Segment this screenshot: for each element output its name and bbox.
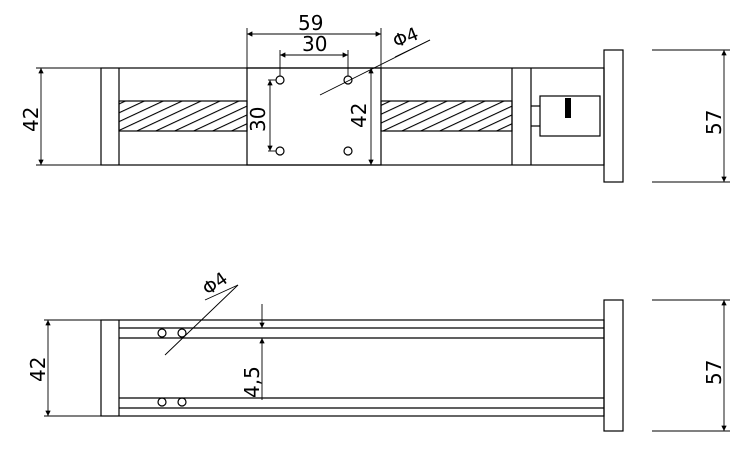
dim-30-horizontal: 30: [302, 32, 327, 56]
mounting-hole: [177, 328, 187, 338]
lead-screw-right: [380, 100, 513, 132]
mounting-hole: [275, 146, 285, 156]
coupling-slot: [565, 98, 571, 118]
lead-screw-left: [118, 100, 248, 132]
mounting-hole: [343, 146, 353, 156]
mounting-hole: [157, 328, 167, 338]
dim-42-left-front: 42: [26, 357, 50, 382]
carriage: [246, 67, 382, 166]
mounting-hole: [275, 75, 285, 85]
dim-42-carriage: 42: [347, 103, 371, 128]
motor-flange-front: [603, 299, 624, 432]
top-view: 59 30 Φ4 30 42 42 57: [19, 11, 730, 183]
front-view: Φ4 4,5 42 57: [26, 268, 730, 432]
mounting-hole: [177, 397, 187, 407]
dim-57-front: 57: [702, 360, 726, 385]
coupling: [539, 95, 601, 137]
motor-flange-top: [603, 49, 624, 183]
dim-30-vertical: 30: [246, 107, 270, 132]
dim-57-top: 57: [702, 110, 726, 135]
dim-hole-diameter-top: Φ4: [390, 24, 422, 53]
dim-42-left-top: 42: [19, 107, 43, 132]
mounting-hole: [157, 397, 167, 407]
dim-59: 59: [298, 11, 323, 35]
front-body-outline: [100, 319, 605, 417]
dim-4-5: 4,5: [240, 366, 264, 398]
